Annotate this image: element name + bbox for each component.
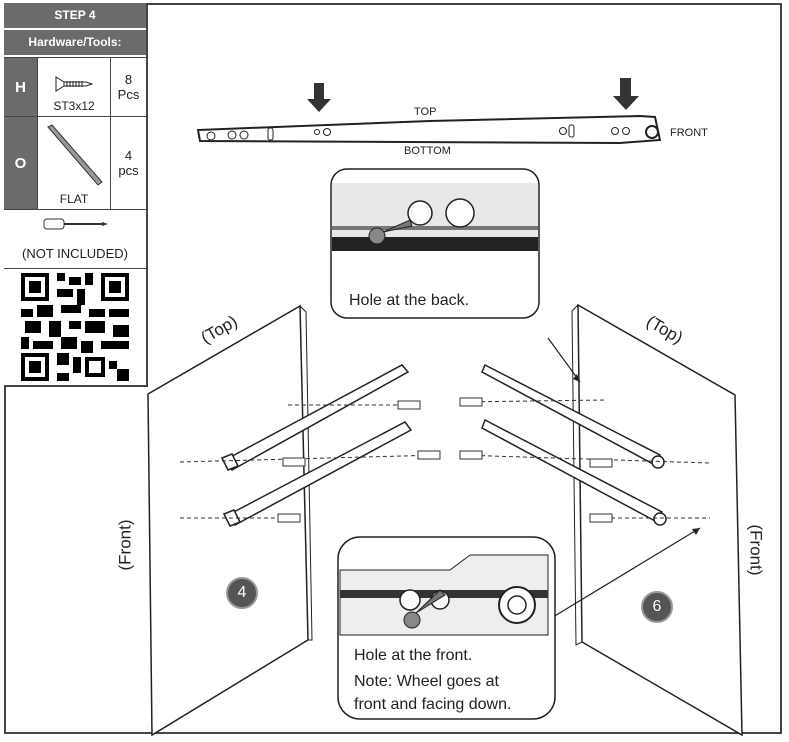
item-name: ST3x12 — [53, 99, 95, 113]
arrow-down-icon — [613, 78, 639, 110]
tool-screwdriver: (NOT INCLUDED) — [4, 209, 146, 268]
slide-rail-right-upper — [481, 363, 665, 469]
screwdriver-icon — [43, 218, 108, 230]
tool-note: (NOT INCLUDED) — [22, 245, 128, 261]
screw-icon — [55, 76, 94, 92]
arrow-down-icon — [307, 83, 331, 112]
callout-front-line2: Note: Wheel goes at — [354, 673, 499, 690]
callout-front-line3: front and facing down. — [354, 696, 512, 713]
flat-bar-icon — [47, 124, 103, 186]
callout-back-detail — [330, 168, 540, 319]
screw-icon — [368, 219, 413, 245]
hardware-title: Hardware/Tools: — [4, 30, 146, 57]
item-name: FLAT — [59, 192, 89, 206]
qr-code[interactable] — [4, 268, 146, 385]
rail-front-label: FRONT — [670, 127, 708, 139]
slide-rail-right-lower — [481, 418, 667, 526]
callout-back-text: Hole at the back. — [349, 292, 470, 309]
rail-bottom-label: BOTTOM — [404, 145, 451, 157]
item-letter: O — [4, 117, 37, 209]
right-panel-number-badge: 6 — [641, 591, 673, 623]
slide-rail-left-lower — [222, 421, 413, 527]
step-title: STEP 4 — [4, 3, 146, 30]
left-panel-number-badge: 4 — [226, 577, 258, 609]
rail-top-label: TOP — [414, 106, 437, 118]
right-panel-front-label: (Front) — [746, 524, 766, 576]
callout-front-line1: Hole at the front. — [354, 647, 473, 664]
screw-icons — [277, 397, 613, 523]
screw-icon — [403, 589, 446, 629]
item-letter: H — [4, 58, 37, 116]
drawer-slide-rail — [196, 114, 662, 145]
left-panel-front-label: (Front) — [115, 519, 135, 571]
slide-rail-left-upper — [220, 364, 410, 471]
callout-front-detail — [337, 536, 556, 720]
